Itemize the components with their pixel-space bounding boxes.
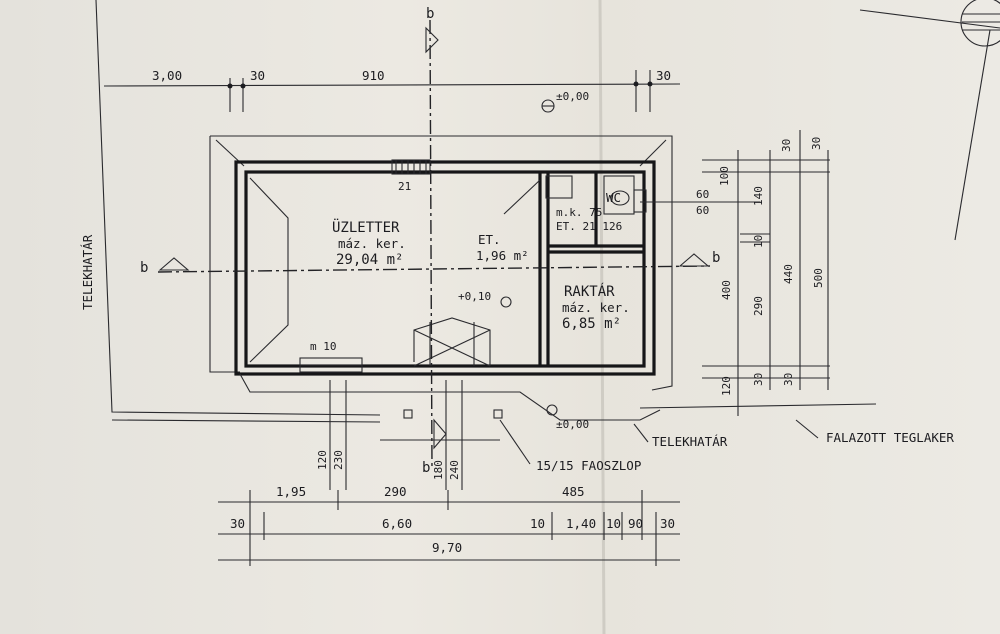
post-2 [493, 409, 503, 419]
paper-fold [598, 0, 606, 634]
terrace-outline [239, 373, 661, 421]
bottom-row1-dim-3: 485 [562, 484, 585, 499]
post-leader [499, 419, 531, 465]
wc-label: WC [606, 190, 621, 205]
top-dim-3: 910 [362, 68, 385, 83]
right-dim-11: 30 [782, 373, 795, 386]
boundary-right [954, 29, 991, 241]
property-boundary-bottom-left [111, 419, 381, 423]
bottom-row2-dim-4: 1,40 [566, 516, 596, 531]
right-dim-4: 290 [752, 296, 765, 316]
level-mid: +0,10 [458, 290, 491, 303]
corner-symbol [960, 0, 1000, 47]
section-arrow-left [158, 257, 190, 271]
bottom-dimension-lines [218, 490, 680, 566]
bottom-row1-dim-2: 290 [384, 484, 407, 499]
roof-line-right [503, 179, 541, 215]
top-dim-1: 3,00 [152, 68, 182, 83]
bottom-row2-dim-7: 30 [660, 516, 675, 531]
room-hall-name: ET. [478, 232, 501, 247]
window-bottom [299, 357, 363, 373]
boundary-label-bottom: TELEKHATÁR [652, 434, 728, 449]
level-bottom: ±0,00 [556, 418, 589, 431]
section-arrow-right [678, 253, 710, 267]
roof-line-left [249, 177, 289, 363]
section-label-top: b [426, 6, 434, 22]
bottom-vdim-4: 240 [448, 460, 461, 480]
bottom-vertical-dim-lines [329, 380, 463, 490]
bottom-row1-dim-1: 1,95 [276, 484, 306, 499]
room-shop-area: 29,04 m² [336, 252, 403, 268]
section-line-horizontal [157, 265, 711, 273]
wc-note-2: ET. 21 126 [556, 220, 622, 233]
section-label-bottom: b [422, 460, 430, 476]
top-dimension-line [103, 70, 681, 112]
right-dim-6: 30 [780, 139, 793, 152]
window-label-60b: 60 [696, 204, 709, 217]
bottom-row2-dim-2: 6,60 [382, 516, 412, 531]
post-1 [403, 409, 413, 419]
wc-fixtures [545, 175, 647, 215]
brick-fence-line [639, 403, 877, 409]
roof-outline-left [209, 136, 240, 373]
boundary-label-left: TELEKHATÁR [80, 234, 95, 310]
boundary-top-right [859, 9, 1000, 29]
right-dim-1: 100 [718, 166, 731, 186]
room-store-name: RAKTÁR [564, 283, 615, 300]
right-dim-8: 30 [752, 373, 765, 386]
level-marker-mid [500, 296, 512, 308]
wc-note: m.k. 75 [556, 206, 602, 219]
roof-outline [210, 135, 673, 391]
bottom-vdim-3: 180 [432, 460, 445, 480]
bottom-row3-dim-1: 9,70 [432, 540, 462, 555]
level-top: ±0,00 [556, 90, 589, 103]
room-store-floor: máz. ker. [562, 300, 630, 315]
right-dim-total: 400 [720, 280, 733, 300]
bottom-row2-dim-3: 10 [530, 516, 545, 531]
bottom-row2-dim-1: 30 [230, 516, 245, 531]
boundary-leader [633, 423, 649, 443]
window-bottom-label: m 10 [310, 340, 337, 353]
property-boundary-left [95, 0, 381, 416]
right-dim-10: 500 [812, 268, 825, 288]
building-walls [234, 160, 656, 376]
level-marker-top [541, 99, 555, 113]
bottom-row2-dim-6: 90 [628, 516, 643, 531]
section-label-right: b [712, 250, 720, 266]
right-dim-3: 10 [752, 235, 765, 248]
chimney-top [391, 159, 431, 175]
section-label-left: b [140, 260, 148, 276]
bottom-row2-dim-5: 10 [606, 516, 621, 531]
entrance-porch [413, 317, 491, 367]
right-dim-2: 140 [752, 186, 765, 206]
window-label-60a: 60 [696, 188, 709, 201]
chimney-label: 21 [398, 180, 411, 193]
section-arrow-bottom [433, 418, 447, 450]
section-line-vertical [429, 19, 433, 471]
right-dim-9: 30 [810, 137, 823, 150]
bottom-vdim-1: 120 [316, 450, 329, 470]
brick-fence-label: FALAZOTT TEGLAKER [826, 430, 954, 445]
top-dim-4: 30 [656, 68, 671, 83]
right-dimension-lines [640, 130, 830, 416]
room-store-area: 6,85 m² [562, 316, 621, 332]
room-hall-area: 1,96 m² [476, 248, 529, 263]
room-shop-name: ÜZLETTER [332, 218, 400, 236]
level-marker-bottom [546, 404, 558, 416]
section-arrow-top [425, 26, 439, 54]
top-dim-2: 30 [250, 68, 265, 83]
room-shop-floor: máz. ker. [338, 236, 406, 251]
right-dim-7: 440 [782, 264, 795, 284]
bottom-vdim-2: 230 [332, 450, 345, 470]
fence-leader [795, 419, 819, 439]
right-dim-5: 120 [720, 376, 733, 396]
post-label: 15/15 FAOSZLOP [536, 458, 641, 473]
